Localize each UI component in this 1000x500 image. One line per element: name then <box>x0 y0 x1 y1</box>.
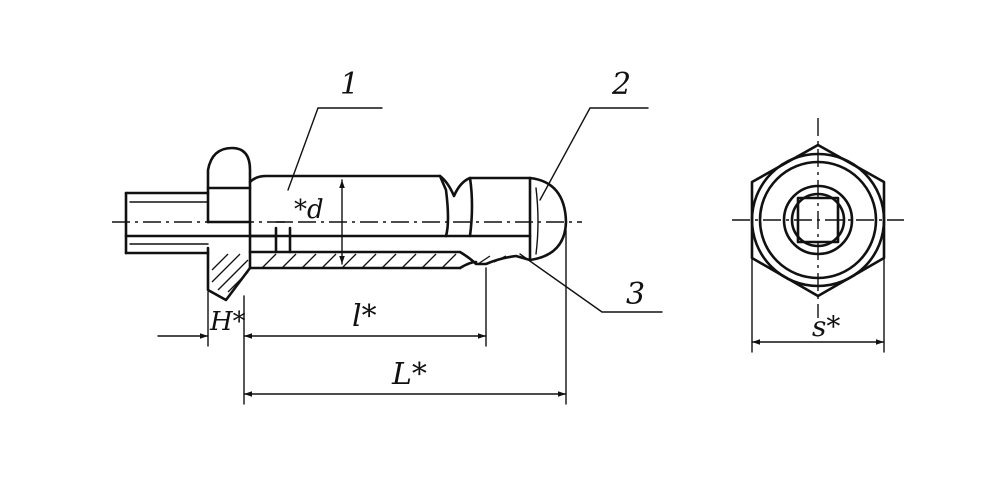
hex-head <box>206 146 252 302</box>
callout-1-label: 1 <box>340 67 359 102</box>
callout-3-label: 3 <box>626 277 645 312</box>
bearing-circle <box>750 152 886 288</box>
side-view: *d 1 2 3 H* l* L* <box>112 67 663 405</box>
callout-2-label: 2 <box>611 67 631 102</box>
hex-outline <box>750 143 886 298</box>
sleeve-hatch <box>261 253 507 269</box>
dimension-L-label: L* <box>391 357 427 392</box>
sleeve-section <box>248 250 532 270</box>
shank <box>248 174 532 254</box>
dimension-d-label: *d <box>294 195 324 225</box>
extension-lines <box>207 229 567 405</box>
dimension-l-label: l* <box>352 299 377 334</box>
acorn-nut <box>528 176 568 262</box>
callout-2-leader <box>539 107 649 201</box>
end-view: s* <box>732 118 904 353</box>
face-circle <box>758 160 878 280</box>
callout-1-leader <box>287 107 383 191</box>
threaded-stub <box>124 191 278 255</box>
callout-3-leader <box>519 253 663 313</box>
dimension-H-label: H* <box>209 307 246 337</box>
square-drive <box>796 196 840 244</box>
thread-circle <box>790 192 846 248</box>
dimension-s-label: s* <box>812 310 840 343</box>
bore-circle <box>782 184 854 256</box>
head-section-hatch <box>211 253 249 293</box>
